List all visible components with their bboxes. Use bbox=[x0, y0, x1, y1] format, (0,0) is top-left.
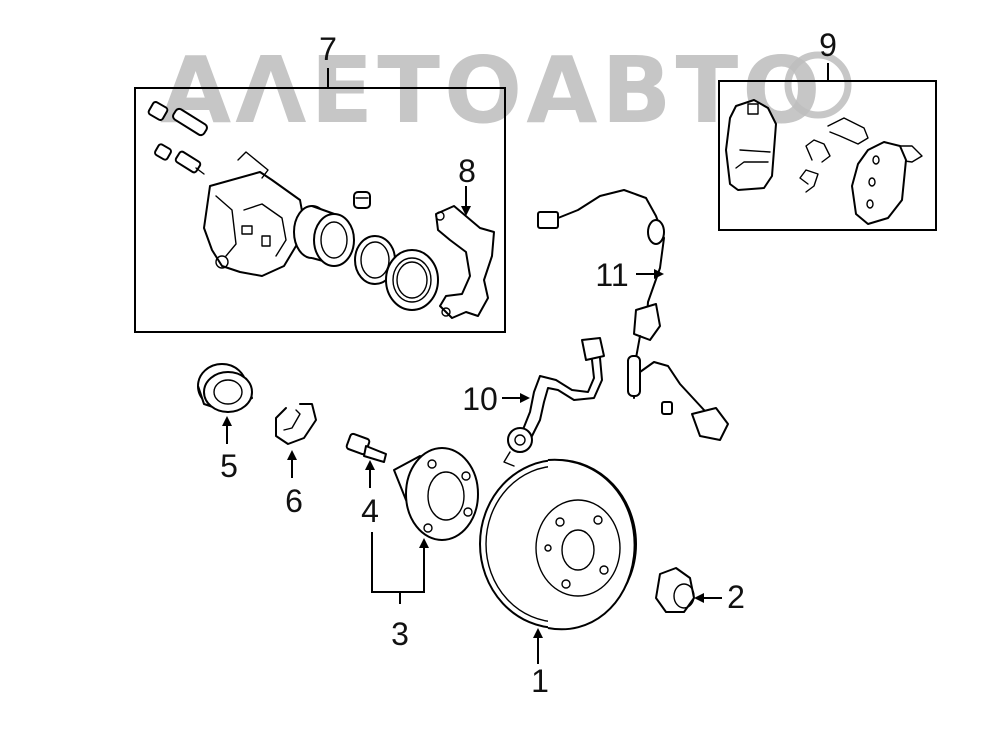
callout-7: 7 bbox=[319, 31, 337, 67]
wheel-bearing bbox=[197, 363, 253, 413]
leader-lines bbox=[222, 269, 722, 664]
abs-sensor-harness bbox=[537, 189, 729, 441]
piston bbox=[293, 205, 355, 267]
pad-clips bbox=[799, 117, 923, 193]
callout-labels: 1 2 3 4 5 6 7 8 9 10 11 bbox=[220, 27, 837, 699]
caliper-body bbox=[203, 151, 305, 277]
callout-9: 9 bbox=[819, 27, 837, 63]
callout-1: 1 bbox=[531, 663, 549, 699]
caliper-bracket bbox=[435, 186, 495, 319]
callout-5: 5 bbox=[220, 448, 238, 484]
watermark-text: ΑΛΕΤΟΑΒΤΟ bbox=[160, 37, 825, 144]
callout-4: 4 bbox=[361, 493, 379, 529]
wheel-hub bbox=[393, 447, 479, 541]
hub-bolt bbox=[345, 432, 387, 463]
caliper-kit-box bbox=[134, 68, 506, 333]
callout-10: 10 bbox=[462, 381, 498, 417]
callout-3: 3 bbox=[391, 616, 409, 652]
brake-hose bbox=[503, 337, 605, 467]
brake-pad-inner bbox=[725, 99, 777, 191]
bleeder-cap bbox=[353, 191, 371, 209]
callout-8: 8 bbox=[458, 153, 476, 189]
callout-2: 2 bbox=[727, 579, 745, 615]
callout-6: 6 bbox=[285, 483, 303, 519]
brake-rotor bbox=[479, 458, 637, 631]
watermark-logo: ΑΛΕΤΟΑΒΤΟ bbox=[160, 37, 852, 144]
piston-seal bbox=[354, 235, 396, 285]
dust-boot bbox=[385, 249, 439, 311]
guide-pins bbox=[147, 101, 208, 175]
pad-set-box bbox=[718, 63, 937, 231]
callout-11: 11 bbox=[595, 257, 628, 293]
snap-ring bbox=[275, 403, 317, 445]
brake-pad-outer bbox=[851, 141, 907, 225]
hub-nut bbox=[655, 567, 695, 613]
